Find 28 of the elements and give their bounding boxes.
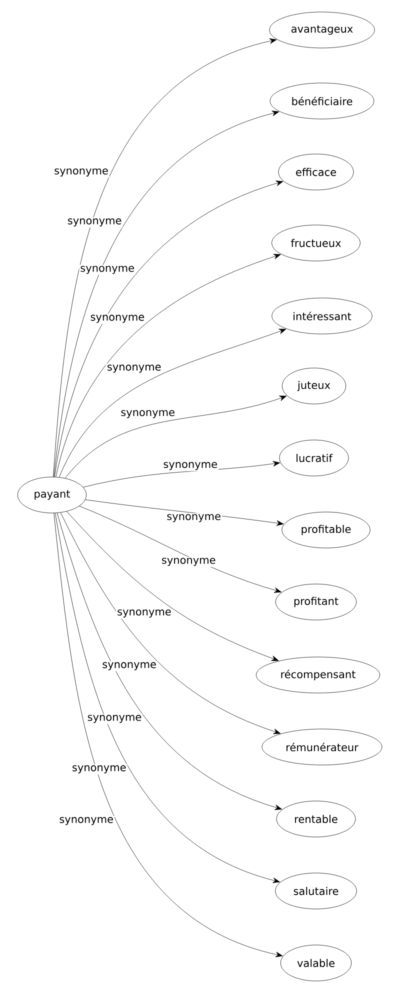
edge-label: synonyme bbox=[116, 608, 172, 619]
arrow bbox=[60, 512, 281, 734]
arrow bbox=[85, 499, 284, 526]
edge-label: synonyme bbox=[53, 167, 110, 178]
edge-label: synonyme bbox=[101, 661, 158, 672]
arrow bbox=[53, 38, 277, 477]
arrow bbox=[66, 511, 279, 661]
arrow bbox=[54, 512, 283, 958]
arrow bbox=[83, 461, 280, 488]
edge-label: synonyme bbox=[106, 364, 162, 374]
arrow bbox=[79, 506, 282, 593]
edge-label: synonyme bbox=[160, 556, 217, 567]
arrow bbox=[56, 254, 281, 478]
edge-label: synonyme bbox=[66, 217, 123, 228]
edge-label: synonyme bbox=[89, 314, 146, 324]
edge-label: synonyme bbox=[162, 461, 219, 472]
edge-label: synonyme bbox=[86, 714, 143, 724]
arrow bbox=[54, 180, 284, 478]
edge-label: synonyme bbox=[166, 513, 222, 524]
edge-label: synonyme bbox=[120, 409, 176, 420]
arrow bbox=[58, 328, 286, 478]
edge-label: synonyme bbox=[58, 816, 114, 826]
arrow bbox=[64, 396, 287, 478]
arrow bbox=[56, 512, 282, 810]
edge-label: synonyme bbox=[79, 264, 136, 275]
arrow bbox=[55, 512, 280, 883]
arrow bbox=[54, 110, 280, 478]
edge-label: synonyme bbox=[70, 764, 128, 774]
